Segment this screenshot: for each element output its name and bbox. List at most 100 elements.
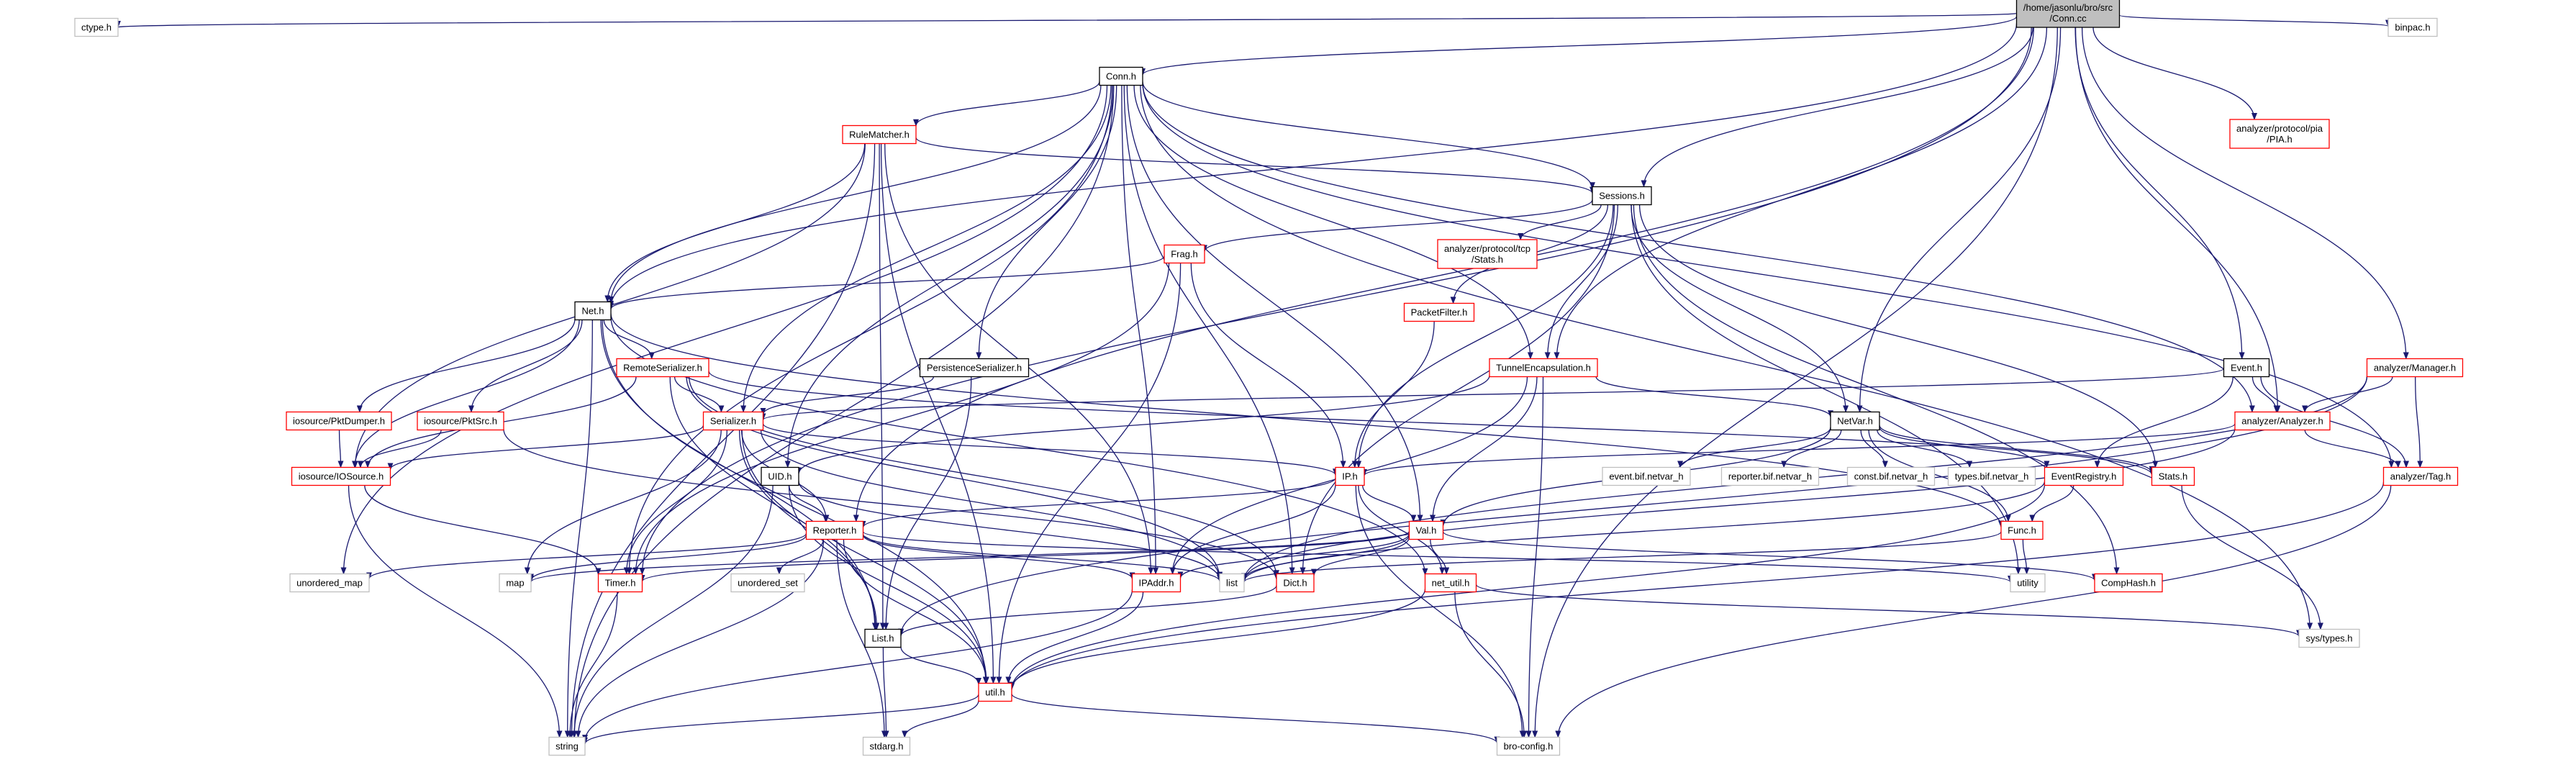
node-list: list <box>1219 573 1245 593</box>
node-box-val <box>1408 520 1444 540</box>
node-box-umap <box>289 573 370 593</box>
node-iosource[interactable]: iosource/IOSource.h <box>291 466 391 486</box>
edge-sessions-to-comphash <box>1633 204 2120 575</box>
node-box-uid <box>761 466 799 486</box>
node-rulematcher[interactable]: RuleMatcher.h <box>842 124 917 145</box>
node-label-eventbif: event.bif.netvar_h <box>1609 471 1683 482</box>
node-label-aanalyzer: analyzer/Analyzer.h <box>2241 416 2323 427</box>
edge-val-to-netutil <box>1430 539 1450 575</box>
node-conn_h[interactable]: Conn.h <box>1099 66 1143 86</box>
edge-frag-to-util <box>996 263 1182 684</box>
edge-reporter-to-util <box>843 539 989 684</box>
edge-net-to-string <box>564 319 593 738</box>
edge-net-to-remoteser <box>603 319 655 360</box>
edge-sessions-to-utility <box>1631 204 2021 575</box>
node-root[interactable]: /home/jasonlu/bro/src/Conn.cc <box>2015 0 2121 28</box>
edge-val-to-ipaddr <box>1177 533 1410 579</box>
node-ctype: ctype.h <box>74 17 119 37</box>
edge-val-to-timer <box>639 530 1410 582</box>
edge-conn_h-to-dict <box>1123 85 1295 575</box>
edge-uid-to-reporter <box>789 485 829 522</box>
edge-conn_h-to-atag <box>1142 83 2395 468</box>
node-serializer[interactable]: Serializer.h <box>702 411 764 431</box>
edge-netvar-to-func <box>1868 430 2011 522</box>
edge-root-to-amanager <box>2081 27 2409 360</box>
edge-sessions-to-tcpstats <box>1518 204 1602 240</box>
node-amanager[interactable]: analyzer/Manager.h <box>2366 358 2464 378</box>
node-label-comphash: CompHash.h <box>2101 578 2156 589</box>
node-sessions[interactable]: Sessions.h <box>1592 186 1652 206</box>
node-eventreg[interactable]: EventRegistry.h <box>2044 466 2124 486</box>
node-comphash[interactable]: CompHash.h <box>2094 573 2163 593</box>
node-label-systypes: sys/types.h <box>2305 633 2352 644</box>
node-pktsrc[interactable]: iosource/PktSrc.h <box>417 411 504 431</box>
edge-reporter-to-string <box>575 539 825 738</box>
node-label-sessions: Sessions.h <box>1599 191 1645 201</box>
node-map: map <box>499 573 532 593</box>
node-label-netutil: net_util.h <box>1432 578 1470 589</box>
node-box-eventreg <box>2044 466 2124 486</box>
node-util[interactable]: util.h <box>978 682 1012 702</box>
edge-amanager-to-atag <box>2415 376 2423 468</box>
edge-root-to-netvar <box>1856 27 2062 413</box>
node-pia[interactable]: analyzer/protocol/pia/PIA.h <box>2229 119 2330 149</box>
edge-remoteser-to-serializer <box>674 376 725 413</box>
node-label-frag: Frag.h <box>1171 249 1198 260</box>
edge-net-to-pktsrc <box>468 319 583 413</box>
node-ip[interactable]: IP.h <box>1335 466 1365 486</box>
node-label-listh: List.h <box>871 633 894 644</box>
node-box-ctype <box>74 17 119 37</box>
node-persist[interactable]: PersistenceSerializer.h <box>919 358 1030 378</box>
node-ipaddr[interactable]: IPAddr.h <box>1131 573 1182 593</box>
node-event[interactable]: Event.h <box>2223 358 2270 378</box>
node-pktdumper[interactable]: iosource/PktDumper.h <box>286 411 392 431</box>
edge-listh-to-util <box>900 646 981 685</box>
edge-func-to-utility <box>2022 539 2030 575</box>
node-box-comphash <box>2094 573 2163 593</box>
edge-netvar-to-stats <box>1879 425 2155 473</box>
node-dict[interactable]: Dict.h <box>1276 573 1315 593</box>
node-netutil[interactable]: net_util.h <box>1424 573 1477 593</box>
edge-netutil-to-util <box>1009 589 1426 689</box>
node-remoteser[interactable]: RemoteSerializer.h <box>616 358 709 378</box>
node-label-pktdumper: iosource/PktDumper.h <box>293 416 385 427</box>
node-packetfilter[interactable]: PacketFilter.h <box>1403 302 1475 322</box>
node-netvar[interactable]: NetVar.h <box>1830 411 1880 431</box>
edge-conn_h-to-val <box>1126 85 1423 522</box>
node-box-timer <box>597 573 643 593</box>
node-tunnel[interactable]: TunnelEncapsulation.h <box>1489 358 1598 378</box>
node-uid[interactable]: UID.h <box>761 466 799 486</box>
node-box-aanalyzer <box>2234 411 2331 431</box>
node-box-systypes <box>2298 628 2360 648</box>
edge-root-to-timer <box>639 27 2032 575</box>
edge-pktsrc-to-iosource <box>357 430 442 468</box>
node-stats[interactable]: Stats.h <box>2151 466 2195 486</box>
edge-frag-to-ip <box>1190 263 1346 468</box>
node-listh[interactable]: List.h <box>864 628 902 648</box>
edge-net-to-netutil <box>610 316 1428 576</box>
node-label-conn_h: Conn.h <box>1106 71 1136 82</box>
node-net[interactable]: Net.h <box>574 301 612 321</box>
node-atag[interactable]: analyzer/Tag.h <box>2382 466 2459 486</box>
node-val[interactable]: Val.h <box>1408 520 1444 540</box>
node-umap: unordered_map <box>289 573 370 593</box>
edge-reporter-to-utility <box>862 531 2013 583</box>
node-label-pktsrc: iosource/PktSrc.h <box>424 416 497 427</box>
edge-conn_h-to-timer <box>626 85 1113 575</box>
node-stdarg: stdarg.h <box>862 736 911 756</box>
node-tcpstats[interactable]: analyzer/protocol/tcp/Stats.h <box>1437 239 1538 269</box>
edge-ip-to-reporter <box>860 477 1336 528</box>
edge-event-to-eventreg <box>2094 376 2233 468</box>
node-aanalyzer[interactable]: analyzer/Analyzer.h <box>2234 411 2331 431</box>
node-label-list: list <box>1226 578 1238 589</box>
edge-serializer-to-util <box>741 430 989 684</box>
node-func[interactable]: Func.h <box>2000 520 2044 540</box>
node-utility: utility <box>2010 573 2046 593</box>
edge-reporter-to-umap <box>366 532 807 580</box>
node-frag[interactable]: Frag.h <box>1164 244 1205 264</box>
node-timer[interactable]: Timer.h <box>597 573 643 593</box>
node-string: string <box>548 736 586 756</box>
node-reporter[interactable]: Reporter.h <box>805 520 864 540</box>
node-label-event: Event.h <box>2231 363 2262 373</box>
